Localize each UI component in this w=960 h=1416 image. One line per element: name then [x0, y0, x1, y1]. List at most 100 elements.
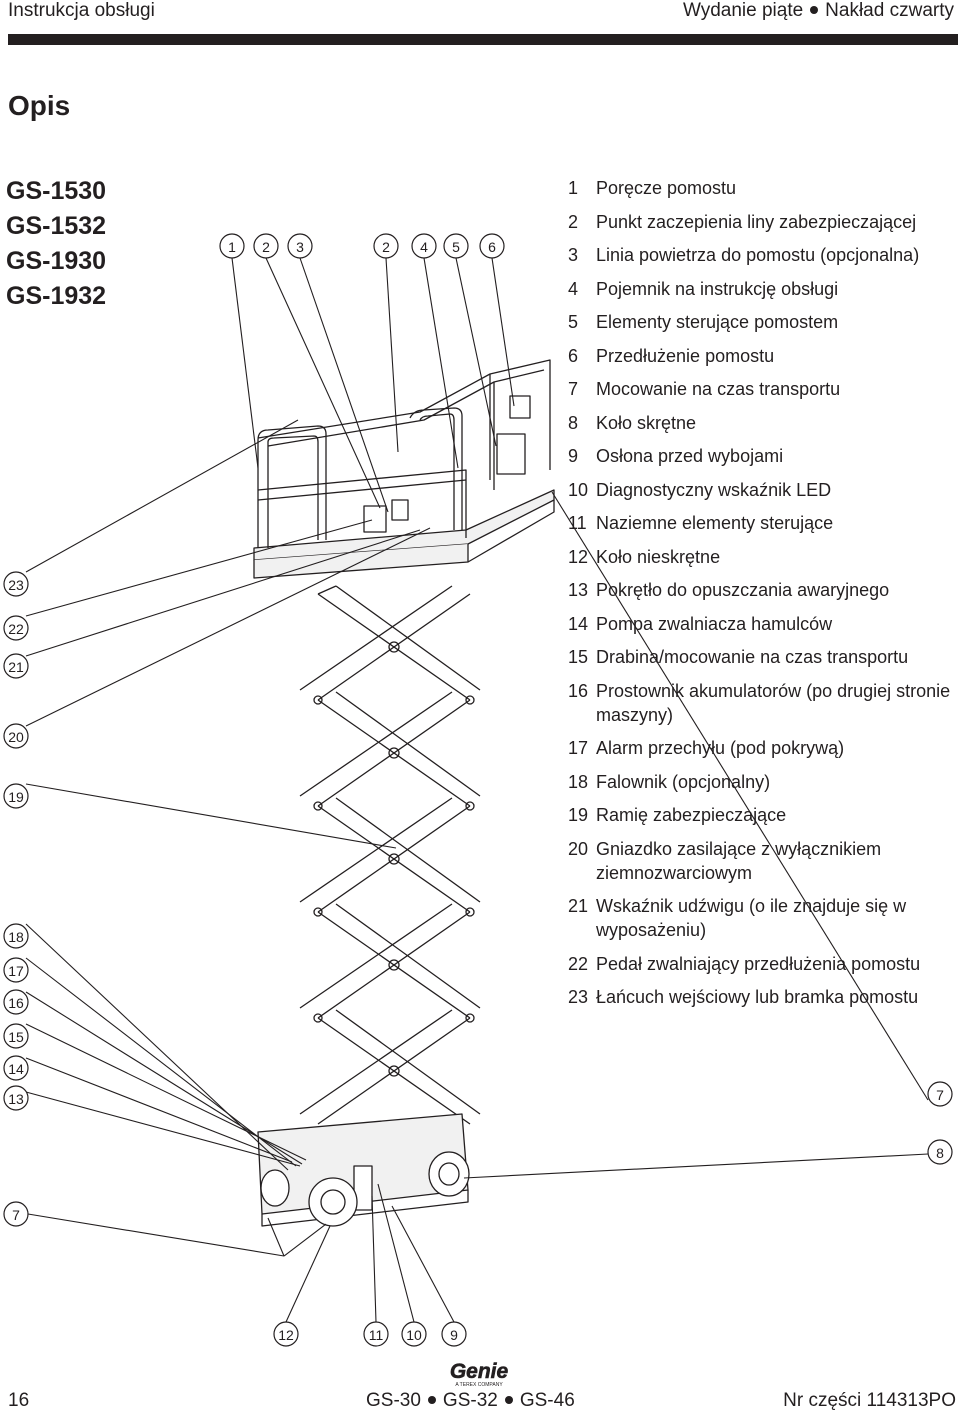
callout-circle	[3, 957, 29, 983]
legend-num: 15	[568, 647, 589, 667]
callout-label: 15	[8, 1029, 24, 1045]
callout-circle	[3, 1023, 29, 1049]
legend-item: 5 Elementy sterujące pomostem	[568, 310, 960, 334]
legend-num: 16	[568, 680, 589, 701]
callout-circle	[441, 1321, 467, 1347]
callout-label: 19	[8, 789, 24, 805]
callout-circle	[3, 1085, 29, 1111]
callout-circle	[927, 1139, 953, 1165]
legend-num: 18	[568, 771, 589, 792]
legend-num: 1	[568, 178, 579, 198]
legend-text: Elementy sterujące pomostem	[596, 312, 839, 332]
callout-circle	[3, 989, 29, 1015]
legend-text: Łańcuch wejściowy lub bramka pomostu	[596, 987, 919, 1007]
legend-text: Pojemnik na instrukcję obsługi	[596, 278, 839, 299]
legend-text: Wskaźnik udźwigu (o ile znajduje się w w…	[596, 896, 907, 940]
logo-name: Genie	[450, 1360, 509, 1383]
legend-text: Naziemne elementy sterujące	[596, 513, 834, 533]
callout-label: 23	[8, 577, 24, 593]
legend-text: Punkt zaczepienia liny zabezpieczającej	[596, 211, 917, 232]
header-edition-a: Wydanie piąte	[682, 0, 804, 21]
bullet-icon	[504, 1395, 513, 1404]
footer-model: GS-32	[442, 1390, 498, 1411]
legend-num: 8	[568, 412, 579, 433]
legend-text: Pokrętło do opuszczania awaryjnego	[596, 580, 890, 600]
legend-text: Prostownik akumulatorów (po drugiej stro…	[596, 680, 951, 725]
parts-legend: 1 Poręcze pomostu 2 Punkt zaczepienia liny…	[568, 176, 960, 1019]
callout-circle	[253, 233, 279, 259]
callout-circle	[479, 233, 505, 259]
legend-num: 12	[568, 546, 589, 567]
legend-item: 11 Naziemne elementy sterujące	[568, 511, 960, 535]
legend-item: 14 Pompa zwalniacza hamulców	[568, 612, 960, 636]
callout-label: 2	[382, 239, 390, 255]
legend-text: Drabina/mocowanie na czas transportu	[596, 647, 909, 667]
legend-text: Poręcze pomostu	[596, 178, 737, 198]
legend-text: Linia powietrza do pomostu (opcjonalna)	[596, 245, 920, 265]
bullet-icon	[427, 1395, 436, 1404]
callout-circle	[401, 1321, 427, 1347]
callout-circle	[3, 723, 29, 749]
callout-circle	[219, 233, 245, 259]
callout-label: 1	[228, 239, 236, 255]
callout-circle	[273, 1321, 299, 1347]
callout-label: 10	[406, 1327, 422, 1343]
legend-item: 16 Prostownik akumulatorów (po drugiej st…	[568, 679, 960, 727]
callout-label: 9	[450, 1327, 458, 1343]
legend-num: 20	[568, 838, 589, 859]
callout-circle	[373, 233, 399, 259]
callout-label: 11	[369, 1327, 384, 1343]
header-manual-title: Instrukcja obsługi	[8, 0, 155, 21]
callout-circle	[3, 1055, 29, 1081]
callout-label: 5	[452, 239, 460, 255]
legend-num: 19	[568, 805, 589, 825]
legend-text: Alarm przechyłu (pod pokrywą)	[596, 738, 845, 758]
legend-num: 5	[568, 312, 579, 332]
legend-text: Koło skrętne	[596, 412, 697, 433]
header-rule	[8, 34, 958, 45]
legend-text: Koło nieskrętne	[596, 546, 721, 567]
callout-label: 17	[8, 963, 24, 979]
callout-circle	[287, 233, 313, 259]
model-name: GS-1530	[6, 177, 107, 205]
callout-label: 18	[8, 929, 24, 945]
legend-item: 15 Drabina/mocowanie na czas transportu	[568, 645, 960, 669]
legend-text: Diagnostyczny wskaźnik LED	[596, 479, 832, 500]
legend-item: 18 Falownik (opcjonalny)	[568, 770, 960, 794]
page-number: 16	[8, 1390, 30, 1411]
callout-label: 7	[12, 1207, 20, 1223]
legend-num: 11	[568, 513, 587, 533]
legend-item: 12 Koło nieskrętne	[568, 545, 960, 569]
legend-num: 9	[568, 446, 579, 466]
legend-text: Pompa zwalniacza hamulców	[596, 613, 833, 634]
model-name: GS-1532	[6, 212, 107, 240]
legend-num: 4	[568, 278, 579, 299]
callout-circle	[3, 571, 29, 597]
callout-circle	[3, 783, 29, 809]
callout-label: 12	[278, 1327, 294, 1343]
callout-label: 6	[488, 239, 496, 255]
footer-part-number: Nr części 114313PO	[783, 1390, 956, 1412]
legend-num: 17	[568, 738, 589, 758]
legend-num: 2	[568, 211, 579, 232]
legend-item: 8 Koło skrętne	[568, 411, 960, 435]
footer-model: GS-30	[366, 1390, 421, 1411]
legend-text: Falownik (opcjonalny)	[596, 771, 771, 792]
legend-item: 2 Punkt zaczepienia liny zabezpieczającej	[568, 210, 960, 234]
legend-num: 14	[568, 613, 589, 634]
genie-logo: Genie A TEREX COMPANY	[450, 1360, 509, 1388]
logo-sub: A TEREX COMPANY	[455, 1382, 503, 1388]
callout-label: 14	[8, 1061, 24, 1077]
callout-circle	[3, 1201, 29, 1227]
legend-num: 6	[568, 345, 579, 366]
